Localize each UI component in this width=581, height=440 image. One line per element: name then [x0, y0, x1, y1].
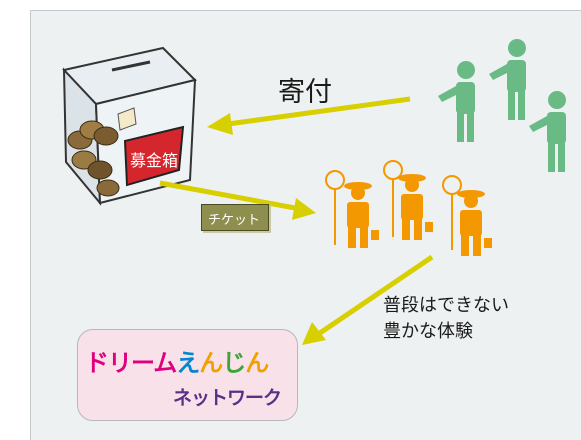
logo-title: ドリームえんじん	[85, 343, 269, 378]
donor-icon	[489, 39, 526, 120]
firefighter-icon	[325, 170, 379, 248]
ticket-arrow	[159, 180, 316, 220]
experience-arrow	[302, 254, 434, 345]
experience-label-line2: 豊かな体験	[383, 321, 473, 342]
ticket-tag	[201, 204, 269, 231]
donor-icon	[438, 61, 475, 142]
donation-box-icon: 募金箱	[62, 46, 197, 206]
donation-arrow	[207, 96, 411, 135]
logo-title-e: え	[176, 349, 200, 377]
donor-group-icon	[438, 39, 566, 172]
ticket-label: チケット	[208, 213, 261, 228]
logo-subtitle: ネットワーク	[173, 387, 282, 409]
box-sign-text: 募金箱	[130, 151, 178, 170]
firefighter-icon	[383, 160, 433, 240]
firefighter-group-icon	[325, 160, 492, 256]
logo-title-dream: ドリーム	[85, 349, 177, 377]
logo-title-ji: じ	[222, 349, 246, 377]
dream-engine-logo-card	[77, 329, 298, 421]
logo-title-n1: ん	[199, 349, 223, 377]
donor-icon	[529, 91, 566, 172]
donation-label: 寄付	[278, 77, 332, 108]
experience-label-line1: 普段はできない	[383, 295, 509, 316]
logo-title-n2: ん	[245, 349, 269, 377]
firefighter-icon	[442, 175, 492, 256]
